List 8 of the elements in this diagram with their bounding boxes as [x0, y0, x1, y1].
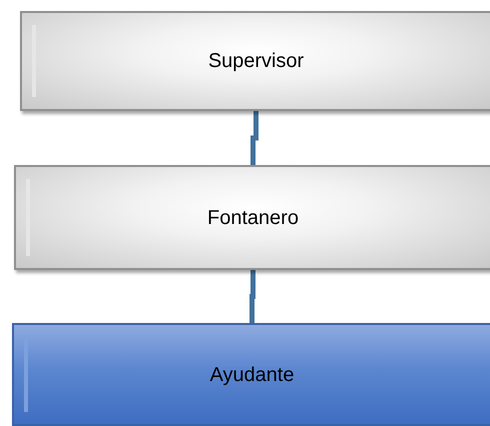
role-title: Fontanero: [207, 206, 299, 230]
role-box: [20, 11, 490, 111]
role-title: Ayudante: [210, 362, 294, 388]
connector-line: [250, 111, 258, 165]
role-box: [14, 165, 490, 270]
role-box: [12, 323, 490, 426]
connector-line: [250, 270, 256, 323]
role-title: Supervisor: [208, 49, 304, 74]
